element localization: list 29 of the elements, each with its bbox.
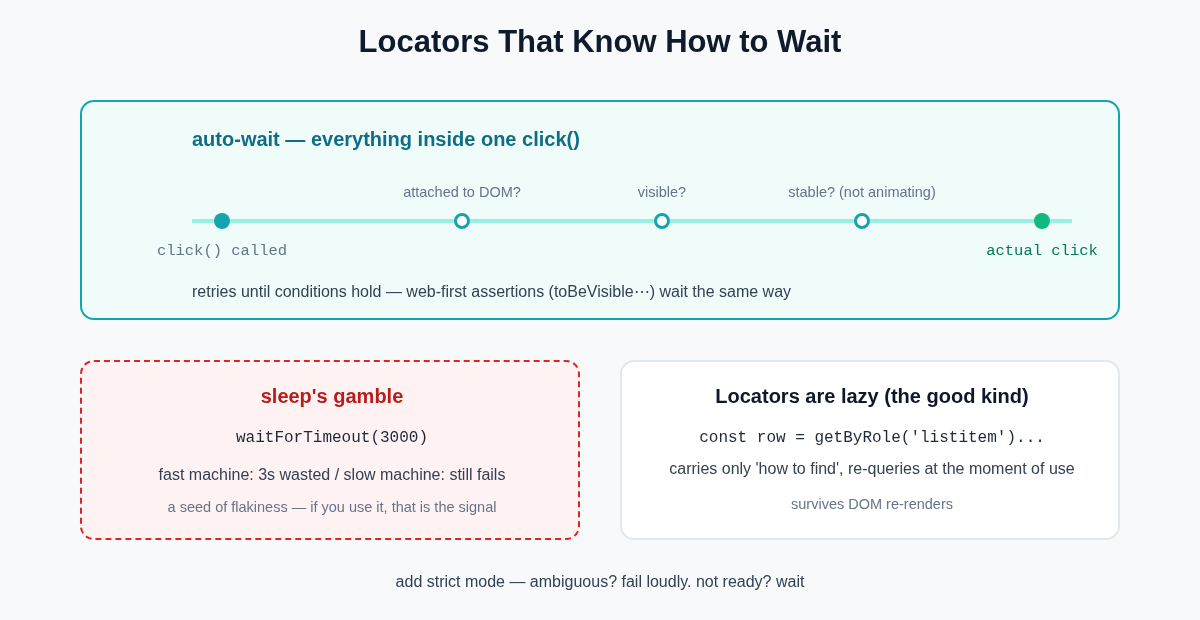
caption: add strict mode — ambiguous? fail loudly. not ready? wait — [395, 572, 805, 592]
timeline-line — [470, 219, 654, 223]
step-label: stable? (not animating) — [788, 184, 936, 202]
timeline-dot — [1034, 213, 1050, 229]
timeline-dot — [654, 213, 670, 229]
code-line: const row = getByRole('listitem')... — [699, 429, 1045, 449]
timeline-line — [670, 219, 854, 223]
step-label: attached to DOM? — [403, 184, 521, 202]
timeline-line — [230, 219, 454, 223]
timeline-line — [870, 219, 1034, 223]
timeline-dot — [454, 213, 470, 229]
card-text: fast machine: 3s wasted / slow machine: still fails — [158, 465, 506, 485]
card-note: survives DOM re-renders — [791, 496, 953, 514]
step-label: click() called — [156, 241, 288, 261]
panel-heading: auto-wait — everything inside one click() — [192, 127, 580, 151]
card-heading: sleep's gamble — [260, 384, 404, 408]
info-panel — [80, 100, 1120, 320]
info-card — [620, 360, 1120, 540]
timeline-dot — [214, 213, 230, 229]
card-heading: Locators are lazy (the good kind) — [715, 384, 1029, 408]
panel-note: retries until conditions hold — web-first assertions (toBeVisible⋯) wait the same way — [192, 282, 792, 302]
warning-card — [80, 360, 580, 540]
card-note: a seed of flakiness — if you use it, that is the signal — [167, 499, 497, 517]
code-line: waitForTimeout(3000) — [236, 429, 428, 449]
card-text: carries only 'how to find', re-queries at the moment of use — [669, 459, 1075, 479]
step-label: actual click — [986, 241, 1098, 261]
step-label: visible? — [637, 184, 687, 202]
timeline-dot — [854, 213, 870, 229]
diagram-title: Locators That Know How to Wait — [358, 23, 842, 61]
